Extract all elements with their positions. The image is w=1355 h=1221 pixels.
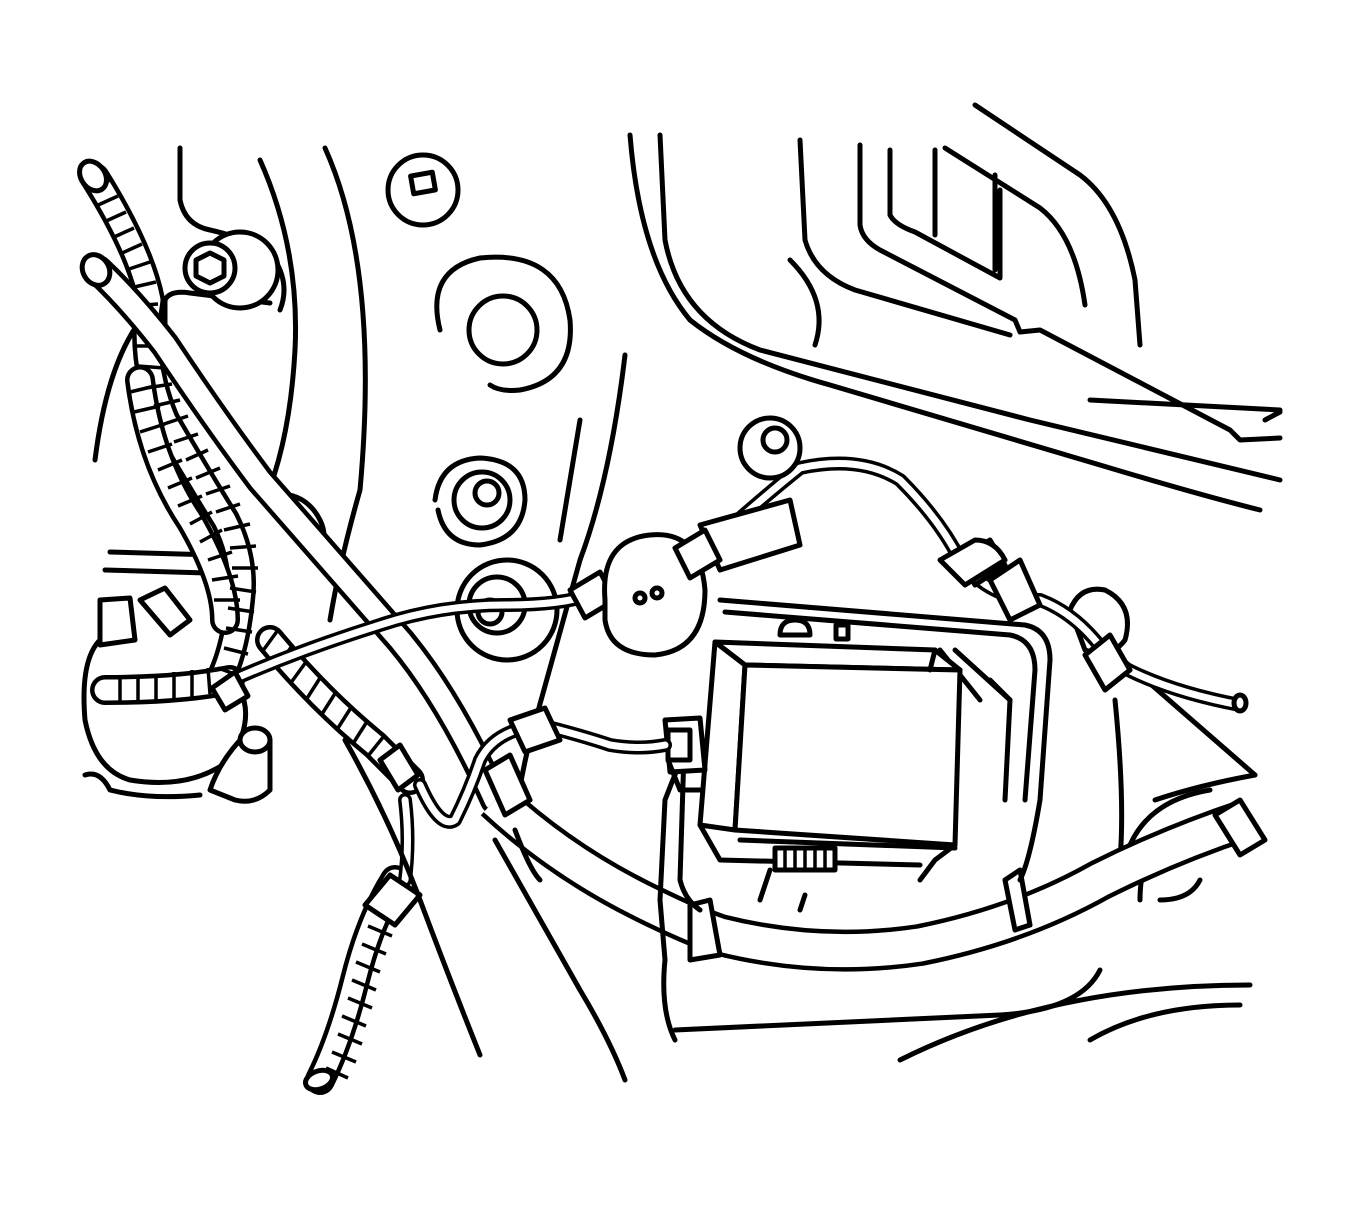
thin-wire-pair [225, 456, 1247, 887]
grommet-large-upper [434, 254, 573, 393]
vacuum-tube [79, 252, 510, 815]
module-connector [772, 845, 838, 873]
grommet-square-plug [385, 152, 461, 228]
mounting-bolt [182, 229, 281, 311]
wire-grommet-with-holes [602, 497, 803, 658]
main-harness-trunk [480, 752, 1268, 972]
grommet-middle [432, 455, 528, 548]
harness-clips [209, 415, 1249, 928]
body-grommets [385, 152, 1130, 663]
lower-panel-lines [342, 737, 628, 1083]
control-module [657, 597, 1053, 963]
left-bracket [81, 585, 273, 804]
